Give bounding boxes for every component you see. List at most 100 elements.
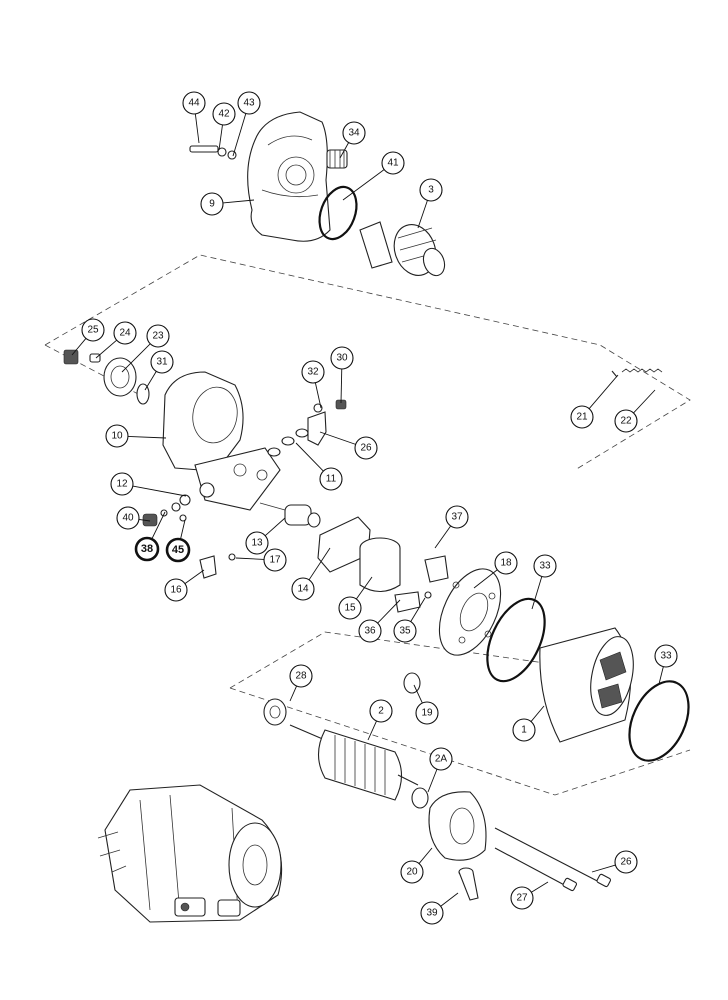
callout-circle [301,360,325,384]
leader-line [180,519,186,540]
callout-number: 18 [500,558,512,569]
callout-circle [342,121,366,145]
leader-line [232,113,247,157]
callout-26: 26 [591,850,638,874]
drive-end-housing [189,111,331,242]
callout-3: 3 [417,178,443,229]
callout-18: 18 [473,551,518,589]
callout-20: 20 [400,847,433,884]
leader-line [427,769,438,793]
callout-26: 26 [319,431,378,460]
center-housing [162,371,281,511]
callout-41: 41 [342,151,405,201]
assembled-starter-view [97,784,283,923]
callout-22: 22 [614,389,656,433]
leader-line [377,599,401,624]
callout-circle [419,178,443,202]
solenoid-cover [359,537,401,593]
bearing-19 [403,672,421,694]
callout-number: 13 [251,538,263,549]
pinion-gear [326,149,348,169]
callout-23: 23 [121,324,170,373]
callout-number: 3 [428,185,434,196]
callout-15: 15 [338,576,373,620]
callout-number: 28 [295,671,307,682]
spring-and-pin [611,368,663,378]
callout-1: 1 [512,705,545,742]
callout-14: 14 [291,547,331,601]
leader-line [194,113,200,144]
callout-circle [429,747,453,771]
leader-line [413,684,423,704]
callout-38: 38 [134,511,166,562]
brushes [394,555,449,613]
callout-circle [369,699,393,723]
callout-number: 41 [387,158,399,169]
callout-number: 37 [451,512,463,523]
callout-number: 33 [539,561,551,572]
callout-circle [338,596,362,620]
callout-circle [358,619,382,643]
callout-circle [134,536,160,562]
o-ring-41 [318,185,358,241]
callout-34: 34 [339,121,366,159]
leader-line [264,517,286,537]
callout-13: 13 [245,517,286,555]
leader-line [132,485,187,497]
leader-line [355,576,373,600]
callout-circle [150,350,174,374]
leader-line [308,547,331,581]
callout-circle [354,436,378,460]
callout-circle [165,537,191,563]
leader-line [658,666,664,685]
callout-circle [212,102,236,126]
brush-holder-plate [438,568,502,656]
leader-line [434,525,452,549]
callout-circle [400,860,424,884]
callout-25: 25 [71,318,105,356]
callout-circle [164,578,188,602]
callout-circle [263,548,287,572]
callout-number: 17 [269,555,281,566]
callout-circle [289,664,313,688]
leader-line [95,339,117,359]
callout-circle [415,701,439,725]
callout-42: 42 [212,102,236,151]
callout-39: 39 [420,892,459,925]
callout-11: 11 [295,442,343,491]
callout-circle [105,424,129,448]
leader-line [222,199,255,204]
leader-line [591,864,616,873]
leader-line [367,720,377,741]
leader-line [339,142,350,159]
leader-line [633,389,656,414]
callout-2A: 2A [427,747,453,793]
callout-number: 14 [297,584,309,595]
callout-43: 43 [232,91,261,157]
assembly-boundary-lines [44,254,691,796]
callout-circle [533,554,557,578]
leader-line [410,597,426,622]
callout-circle [182,91,206,115]
bearing-28 [263,698,287,726]
callout-number: 21 [576,412,588,423]
callout-number: 12 [116,479,128,490]
callout-37: 37 [434,505,469,549]
leader-line [314,382,322,409]
leader-line [530,705,545,722]
callout-number: 33 [660,651,672,662]
callout-circle [319,467,343,491]
terminal-hardware [142,482,236,579]
callout-circle [110,472,134,496]
callout-28: 28 [289,664,313,702]
callout-circle [113,321,137,345]
callout-circle [237,91,261,115]
callout-16: 16 [164,569,205,602]
callout-circle [393,619,417,643]
leader-line [127,435,167,439]
leader-line [71,338,87,356]
callout-33: 33 [654,644,678,685]
callout-circle [245,531,269,555]
callout-number: 39 [426,908,438,919]
